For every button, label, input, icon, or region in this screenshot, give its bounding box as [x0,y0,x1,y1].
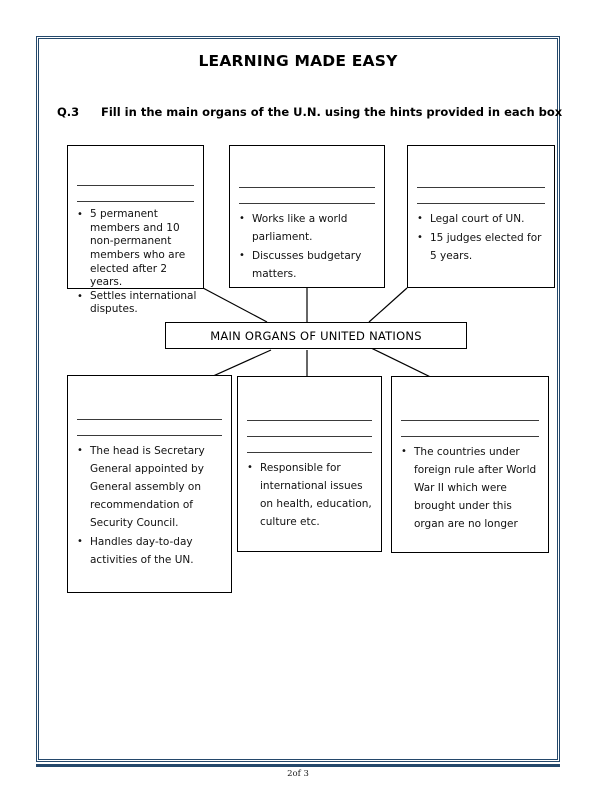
answer-line[interactable] [77,404,222,420]
hint-item: Settles international disputes. [68,290,199,317]
answer-line[interactable] [417,188,545,204]
organ-box-bottom-left[interactable]: The head is Secretary General appointed … [67,375,232,593]
central-organ-box[interactable]: MAIN ORGANS OF UNITED NATIONS [165,322,467,349]
hint-list-bottom-right: The countries under foreign rule after W… [392,443,544,534]
hint-item: 5 permanent members and 10 non-permanent… [68,208,199,290]
hint-list-top-middle: Works like a world parliament. Discusses… [230,210,380,284]
hint-list-bottom-left: The head is Secretary General appointed … [68,442,227,570]
answer-line[interactable] [77,420,222,436]
answer-line[interactable] [239,172,375,188]
organ-box-top-left[interactable]: 5 permanent members and 10 non-permanent… [67,145,204,315]
hint-item: The countries under foreign rule after W… [392,443,544,533]
answer-lines-top-right[interactable] [417,172,545,204]
hint-item: Legal court of UN. [408,210,550,228]
hint-list-top-right: Legal court of UN. 15 judges elected for… [408,210,550,266]
answer-line[interactable] [401,405,539,421]
organ-box-top-middle[interactable]: Works like a world parliament. Discusses… [229,145,385,288]
answer-line[interactable] [77,186,194,202]
answer-lines-bottom-right[interactable] [401,405,539,437]
answer-line[interactable] [401,421,539,437]
page-number: 2of 3 [287,769,309,779]
hint-item: The head is Secretary General appointed … [68,442,227,532]
page-title: LEARNING MADE EASY [198,52,398,70]
hint-item: 15 judges elected for 5 years. [408,229,550,265]
hint-list-top-left: 5 permanent members and 10 non-permanent… [68,208,199,317]
answer-lines-bottom-middle[interactable] [247,405,372,453]
hint-item: Discusses budgetary matters. [230,247,380,283]
answer-lines-top-left[interactable] [77,170,194,202]
hint-item: Works like a world parliament. [230,210,380,246]
central-box-label: MAIN ORGANS OF UNITED NATIONS [210,328,422,343]
answer-lines-top-middle[interactable] [239,172,375,204]
footer-divider [36,764,560,767]
hint-item: Responsible for international issues on … [238,459,377,531]
answer-line[interactable] [247,405,372,421]
question-number: Q.3 [57,105,80,119]
question-text: Fill in the main organs of the U.N. usin… [101,105,563,119]
answer-line[interactable] [239,188,375,204]
organ-box-top-right[interactable]: Legal court of UN. 15 judges elected for… [407,145,555,288]
answer-lines-bottom-left[interactable] [77,404,222,436]
organ-box-bottom-middle[interactable]: Responsible for international issues on … [237,376,382,552]
hint-item: Handles day-to-day activities of the UN. [68,533,227,569]
organ-box-bottom-right[interactable]: The countries under foreign rule after W… [391,376,549,553]
answer-line[interactable] [417,172,545,188]
answer-line[interactable] [77,170,194,186]
answer-line[interactable] [247,437,372,453]
answer-line[interactable] [247,421,372,437]
hint-list-bottom-middle: Responsible for international issues on … [238,459,377,532]
question-prompt: Q.3 Fill in the main organs of the U.N. u… [57,105,562,119]
page-border-frame: LEARNING MADE EASY Q.3 Fill in the main o… [36,36,563,765]
un-organs-diagram: 5 permanent members and 10 non-permanent… [39,39,563,765]
